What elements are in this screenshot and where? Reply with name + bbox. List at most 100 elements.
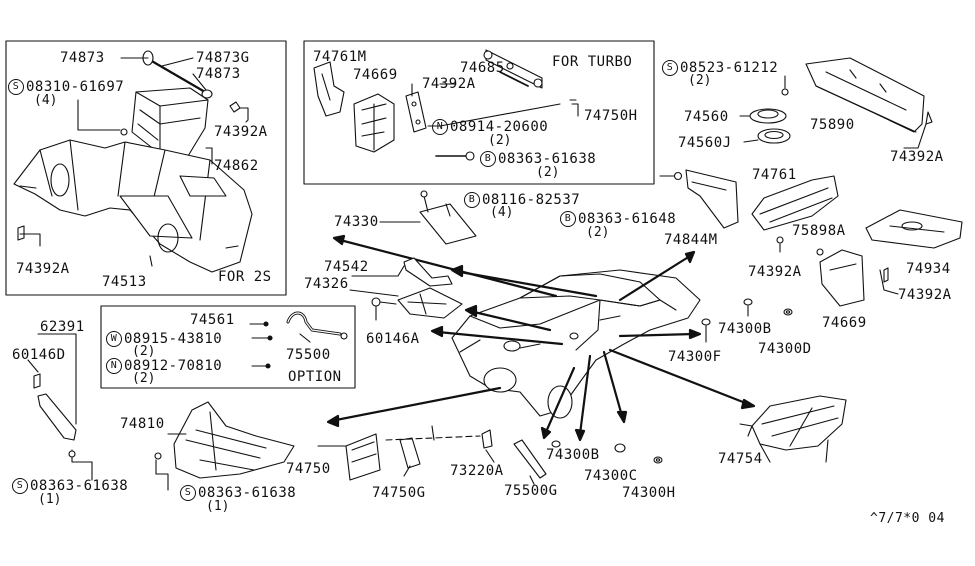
quantity-label: (4) bbox=[490, 205, 514, 220]
part-number-text: 08116-82537 bbox=[482, 192, 581, 208]
cover-74330 bbox=[419, 190, 477, 245]
part-label-74300b: 74300B bbox=[718, 321, 772, 337]
part-number-text: 08915-43810 bbox=[124, 331, 223, 347]
bolt-marker-icon: B bbox=[560, 211, 576, 227]
part-label-60146a: 60146A bbox=[366, 331, 420, 347]
storage-tray-74862 bbox=[131, 87, 209, 157]
part-label-74300b-lower: 74300B bbox=[546, 447, 600, 463]
part-label-74873-lower: 74873 bbox=[196, 66, 241, 82]
for-2s-box bbox=[5, 40, 287, 296]
part-label-74844m: 74844M bbox=[664, 232, 718, 248]
part-number-text: 08363-61638 bbox=[198, 485, 297, 501]
nut-marker-icon: N bbox=[432, 119, 448, 135]
part-label-74685: 74685 bbox=[460, 60, 505, 76]
part-label-74750g: 74750G bbox=[372, 485, 426, 501]
part-label-74761: 74761 bbox=[752, 167, 797, 183]
bracket-74750g bbox=[399, 437, 421, 469]
part-number-text: 08363-61638 bbox=[30, 478, 129, 494]
part-label-74542: 74542 bbox=[324, 259, 369, 275]
part-label-60146d: 60146D bbox=[12, 347, 66, 363]
part-number-text: 08523-61212 bbox=[680, 60, 779, 76]
part-label-74392a: 74392A bbox=[748, 264, 802, 280]
turbo-plate-74750h bbox=[405, 91, 427, 133]
part-label-74300h: 74300H bbox=[622, 485, 676, 501]
quantity-label: (4) bbox=[34, 93, 58, 108]
pointer-arrows bbox=[326, 234, 756, 442]
screw-marker-icon: S bbox=[8, 79, 24, 95]
quantity-label: (2) bbox=[488, 133, 512, 148]
plate-74934 bbox=[865, 209, 963, 249]
part-label-74754: 74754 bbox=[718, 451, 763, 467]
part-label-74300c: 74300C bbox=[584, 468, 638, 484]
bolt-marker-icon: B bbox=[464, 192, 480, 208]
cover-74669-right bbox=[819, 249, 865, 307]
grommets bbox=[551, 298, 793, 464]
part-label-74862: 74862 bbox=[214, 158, 259, 174]
part-label-74873g: 74873G bbox=[196, 50, 250, 66]
part-label-75898a: 75898A bbox=[792, 223, 846, 239]
undercover-74810 bbox=[173, 401, 295, 479]
screw-marker-icon: S bbox=[12, 478, 28, 494]
part-label-75890: 75890 bbox=[810, 117, 855, 133]
heat-shield-74754 bbox=[739, 395, 847, 463]
for-2s-title: FOR 2S bbox=[218, 269, 272, 285]
part-label-62391: 62391 bbox=[40, 319, 85, 335]
part-label-74392a: 74392A bbox=[16, 261, 70, 277]
part-label-74810: 74810 bbox=[120, 416, 165, 432]
ring-74560 bbox=[749, 108, 791, 144]
strip-75500g bbox=[513, 439, 547, 479]
bolt-08363-turbo bbox=[435, 151, 475, 161]
bracket-74542 bbox=[403, 257, 453, 287]
bracket-62391 bbox=[33, 373, 77, 441]
part-number-text: 08363-61638 bbox=[498, 151, 597, 167]
part-label-74750h: 74750H bbox=[584, 108, 638, 124]
option-box bbox=[100, 305, 356, 389]
bracket-74750 bbox=[345, 433, 381, 481]
part-label-74300f: 74300F bbox=[668, 349, 722, 365]
part-label-74873: 74873 bbox=[60, 50, 105, 66]
screw-marker-icon: S bbox=[662, 60, 678, 76]
part-label-73220a: 73220A bbox=[450, 463, 504, 479]
part-label-74761m: 74761M bbox=[313, 49, 367, 65]
shield-74761 bbox=[751, 175, 839, 231]
shield-74669-turbo bbox=[353, 93, 395, 153]
floor-panel-74513 bbox=[13, 139, 253, 273]
part-label-74750: 74750 bbox=[286, 461, 331, 477]
part-label-74330: 74330 bbox=[334, 214, 379, 230]
hose-75500 bbox=[286, 311, 348, 340]
washer-marker-icon: W bbox=[106, 331, 122, 347]
part-number-text: 08363-61648 bbox=[578, 211, 677, 227]
part-label-74560j: 74560J bbox=[678, 135, 732, 151]
part-label-74392a: 74392A bbox=[890, 149, 944, 165]
shield-74844m bbox=[685, 169, 739, 229]
part-label-74669-right: 74669 bbox=[822, 315, 867, 331]
bracket-74761m bbox=[313, 61, 345, 117]
quantity-label: (2) bbox=[536, 165, 560, 180]
screw-marker-icon: S bbox=[180, 485, 196, 501]
for-turbo-title: FOR TURBO bbox=[552, 54, 633, 70]
part-label-74326: 74326 bbox=[304, 276, 349, 292]
quantity-label: (2) bbox=[586, 225, 610, 240]
option-title: OPTION bbox=[288, 369, 342, 385]
part-label-74669: 74669 bbox=[353, 67, 398, 83]
diagram-code: ^7/7*0 04 bbox=[870, 511, 945, 526]
quantity-label: (2) bbox=[688, 73, 712, 88]
part-label-74934: 74934 bbox=[906, 261, 951, 277]
nut-marker-icon: N bbox=[106, 358, 122, 374]
turbo-bar-74685 bbox=[483, 49, 543, 89]
part-label-74513: 74513 bbox=[102, 274, 147, 290]
part-label-74392a: 74392A bbox=[422, 76, 476, 92]
part-label-75500g: 75500G bbox=[504, 483, 558, 499]
part-label-74560: 74560 bbox=[684, 109, 729, 125]
bolt-marker-icon: B bbox=[480, 151, 496, 167]
part-label-74300d: 74300D bbox=[758, 341, 812, 357]
